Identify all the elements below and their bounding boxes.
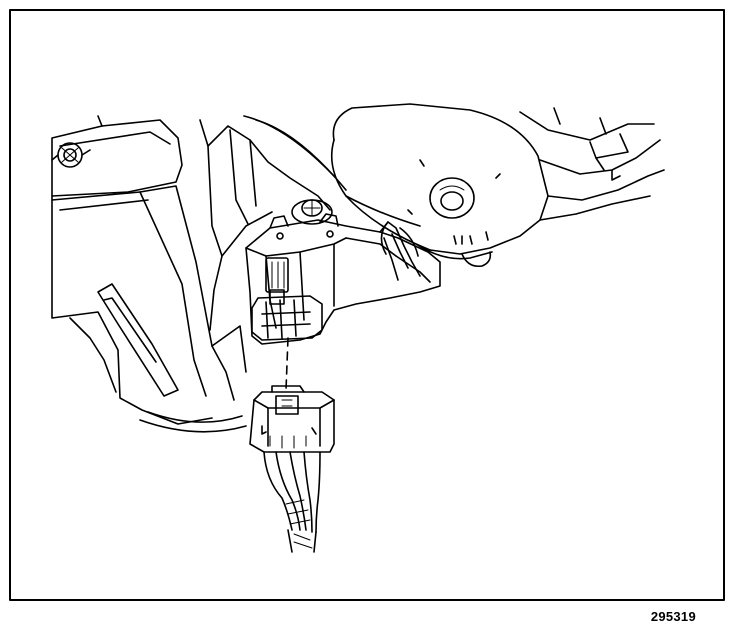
figure-frame	[10, 10, 724, 600]
module-mounting-bolt	[292, 200, 332, 224]
harness-connector	[250, 386, 334, 452]
alignment-guide-line	[286, 338, 288, 390]
module-harness	[380, 222, 420, 280]
bracket-bolt	[52, 143, 90, 167]
sensor-module	[246, 214, 440, 344]
figure-reference-number: 295319	[650, 609, 696, 624]
harness-wires	[264, 452, 320, 552]
right-duct-housing	[520, 108, 664, 220]
left-mounting-bracket	[52, 116, 246, 432]
center-housing	[200, 116, 346, 330]
